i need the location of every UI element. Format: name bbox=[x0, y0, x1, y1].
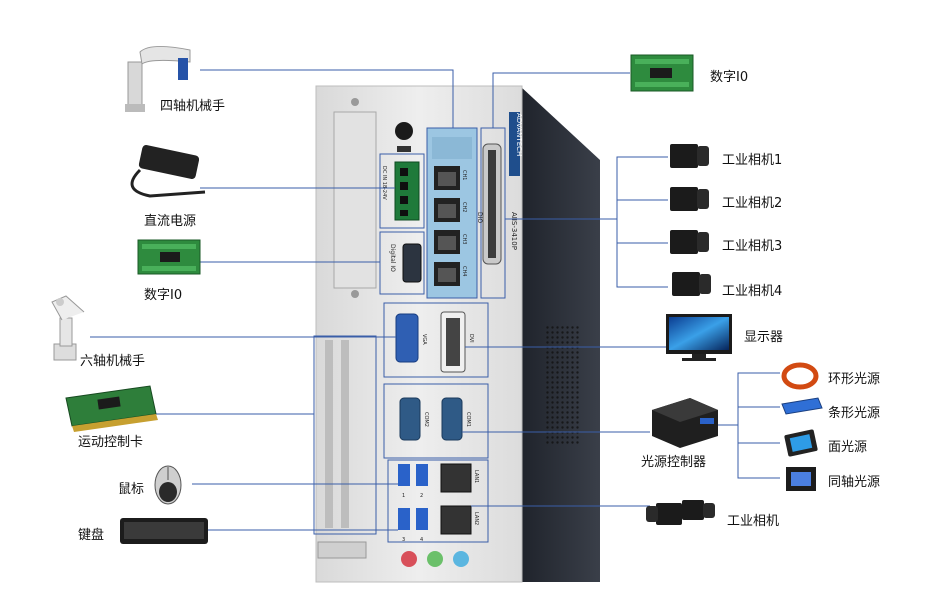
scara-robot-icon bbox=[125, 46, 191, 112]
monitor-icon bbox=[666, 314, 732, 361]
label-camera-2: 工业相机2 bbox=[722, 196, 783, 211]
motion-card-icon bbox=[65, 385, 158, 432]
label-dc-power: 直流电源 bbox=[144, 214, 197, 229]
coaxial-light-icon bbox=[786, 467, 816, 491]
label-camera-1: 工业相机1 bbox=[722, 153, 783, 168]
label-ring-light: 环形光源 bbox=[828, 372, 881, 387]
vga-label: VGA bbox=[421, 334, 427, 345]
label-mouse: 鼠标 bbox=[118, 482, 145, 497]
digital-io-label: Digital IO bbox=[389, 244, 396, 272]
camera-1-icon bbox=[670, 144, 709, 168]
model-label: AIIS-3410P bbox=[510, 212, 518, 250]
lan2-label: LAN2 bbox=[473, 512, 479, 525]
dio-label: DIO bbox=[476, 212, 483, 223]
panel-light-icon bbox=[784, 429, 818, 457]
industrial-pc bbox=[313, 85, 600, 583]
label-digital-io-left: 数字I0 bbox=[144, 288, 183, 303]
expansion-slot-cover bbox=[333, 111, 377, 289]
lan1-port bbox=[440, 463, 472, 493]
ch4-label: CH4 bbox=[461, 266, 467, 276]
power-label: DC IN 18-24V bbox=[381, 166, 387, 200]
camera-single-icon bbox=[646, 500, 715, 525]
poe-leds bbox=[432, 137, 472, 159]
brand-label: ADVANTECH bbox=[515, 113, 523, 156]
side-vent bbox=[545, 325, 580, 445]
com2-connector bbox=[399, 397, 421, 441]
camera-4-icon bbox=[672, 272, 711, 296]
keyboard-icon bbox=[120, 518, 208, 544]
com2-label: COM2 bbox=[423, 412, 429, 427]
digital-io-connector bbox=[402, 243, 422, 283]
brand-strip bbox=[509, 112, 520, 176]
line-cameras-bus bbox=[616, 156, 668, 288]
dc-power-icon bbox=[130, 144, 206, 198]
com-port-box bbox=[383, 383, 489, 459]
dvi-label: DVI bbox=[468, 334, 474, 343]
label-bar-light: 条形光源 bbox=[828, 406, 881, 421]
camera-3-icon bbox=[670, 230, 709, 254]
line-scara bbox=[200, 69, 454, 128]
usb-3-label: 3 bbox=[402, 537, 405, 543]
lan2-port bbox=[440, 505, 472, 535]
bar-light-icon bbox=[781, 397, 823, 415]
audio-out-jack bbox=[427, 551, 443, 567]
com1-label: COM1 bbox=[465, 412, 471, 427]
screw-icon bbox=[351, 98, 359, 106]
label-panel-light: 面光源 bbox=[828, 440, 868, 455]
com1-connector bbox=[441, 397, 463, 441]
label-six-axis-robot: 六轴机械手 bbox=[80, 354, 146, 369]
mouse-icon bbox=[154, 465, 182, 505]
ch2-label: CH2 bbox=[461, 202, 467, 212]
light-controller-icon bbox=[652, 398, 718, 448]
label-digital-io-right: 数字I0 bbox=[710, 70, 749, 85]
digital-io-port-box bbox=[379, 231, 425, 295]
label-display: 显示器 bbox=[744, 330, 784, 345]
audio-in-jack bbox=[453, 551, 469, 567]
vga-connector bbox=[395, 313, 419, 363]
label-light-controller: 光源控制器 bbox=[641, 455, 707, 470]
usb-2-label: 2 bbox=[420, 493, 423, 499]
audio-mic-jack bbox=[401, 551, 417, 567]
pcie-slot-box bbox=[313, 335, 377, 535]
label-coaxial-light: 同轴光源 bbox=[828, 475, 881, 490]
ch1-label: CH1 bbox=[461, 170, 467, 180]
digital-io-board-left-icon bbox=[137, 239, 201, 275]
usb-4-label: 4 bbox=[420, 537, 423, 543]
ring-light-icon bbox=[781, 362, 819, 390]
line-lights-bus bbox=[737, 372, 780, 479]
camera-2-icon bbox=[670, 187, 709, 211]
label-camera-3: 工业相机3 bbox=[722, 239, 783, 254]
line-digital-io-right bbox=[492, 72, 630, 128]
power-button-icon bbox=[395, 122, 413, 140]
connection-lines bbox=[90, 69, 780, 531]
label-scara-robot: 四轴机械手 bbox=[160, 99, 226, 114]
usb-ports bbox=[398, 464, 428, 530]
six-axis-robot-icon bbox=[51, 295, 85, 361]
label-motion-card: 运动控制卡 bbox=[78, 435, 144, 450]
handle bbox=[317, 541, 367, 559]
screw-icon bbox=[351, 290, 359, 298]
lan1-label: LAN1 bbox=[473, 470, 479, 483]
power-port-box bbox=[379, 153, 425, 229]
label-camera-single: 工业相机 bbox=[727, 514, 780, 529]
label-camera-4: 工业相机4 bbox=[722, 284, 783, 299]
display-port-box bbox=[383, 302, 489, 378]
usb-lan-box bbox=[387, 459, 489, 543]
rj45-ports bbox=[434, 166, 460, 286]
digital-io-board-right-icon bbox=[630, 54, 694, 92]
label-keyboard: 键盘 bbox=[78, 528, 105, 543]
led-indicators bbox=[397, 146, 411, 152]
usb-1-label: 1 bbox=[402, 493, 405, 499]
ch3-label: CH3 bbox=[461, 234, 467, 244]
